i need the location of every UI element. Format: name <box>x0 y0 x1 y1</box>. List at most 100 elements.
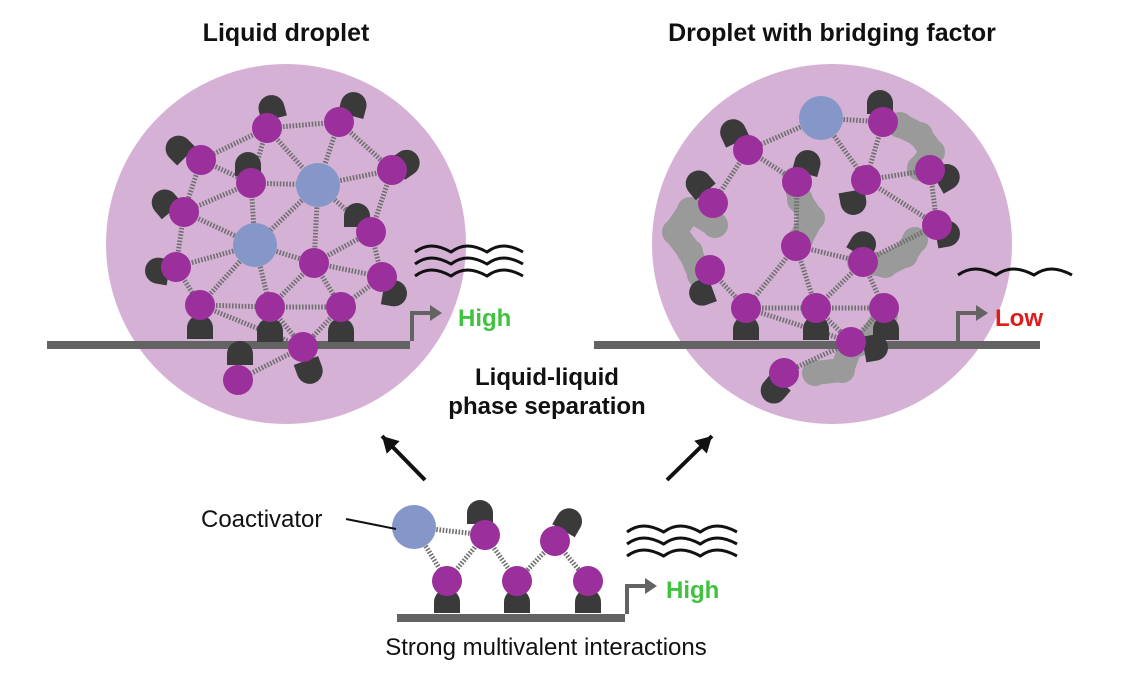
tf-nodes <box>161 107 952 596</box>
tf-node <box>733 135 763 165</box>
tf-node <box>185 290 215 320</box>
cap-domain <box>861 334 888 363</box>
cap-domain <box>165 135 196 166</box>
llps-label-line2: phase separation <box>448 393 645 420</box>
interaction-line <box>337 120 394 172</box>
promoter-arrow <box>956 311 976 341</box>
tf-node <box>781 231 811 261</box>
mrna-wave <box>626 524 738 534</box>
cap-domain <box>504 589 530 613</box>
cap-domain <box>151 189 182 220</box>
coactivator-nodes <box>233 96 843 549</box>
tf-node <box>324 107 354 137</box>
cap-domain <box>720 119 750 148</box>
promoter-arrows <box>410 305 988 614</box>
transition-arrows <box>380 434 714 482</box>
tf-node <box>573 566 603 596</box>
tf-node <box>470 520 500 550</box>
bridge-segment <box>799 205 825 231</box>
tf-node <box>848 247 878 277</box>
coactivator-node <box>296 163 340 207</box>
cap-domain <box>733 316 759 340</box>
tf-node <box>868 107 898 137</box>
interaction-line <box>413 524 486 538</box>
cap-domain <box>434 589 460 613</box>
promoter-arrowhead <box>430 305 442 321</box>
bridge-segment <box>702 212 728 238</box>
interaction-line <box>553 539 590 583</box>
cap-domain <box>328 318 354 342</box>
tf-node <box>288 332 318 362</box>
llps-label-line1: Liquid-liquid <box>475 364 619 391</box>
expression-low-right: Low <box>995 305 1043 332</box>
tf-node <box>377 155 407 185</box>
tf-node <box>869 293 899 323</box>
mrna-wave <box>414 244 524 254</box>
liquid-droplet <box>106 64 466 424</box>
mrna-wave <box>957 267 1073 277</box>
tf-node <box>161 252 191 282</box>
bridge-segment <box>662 219 688 245</box>
interaction-line <box>236 344 305 383</box>
arrow-head <box>382 436 400 454</box>
cap-domain <box>227 341 253 365</box>
cap-domain <box>293 356 323 384</box>
tf-node <box>252 113 282 143</box>
dna-strands <box>47 341 1040 622</box>
tf-node <box>326 292 356 322</box>
interaction-line <box>708 268 748 310</box>
bridge-segment <box>677 239 703 265</box>
title-droplet-bridging: Droplet with bridging factor <box>668 19 996 47</box>
tf-node <box>782 167 812 197</box>
cap-domain <box>685 170 716 201</box>
cap-domain <box>838 188 867 215</box>
mrna-wave <box>626 548 738 558</box>
expression-high-left: High <box>458 305 511 332</box>
tf-node <box>502 566 532 596</box>
promoter-arrow <box>625 584 645 614</box>
tf-node <box>769 358 799 388</box>
tf-node <box>186 145 216 175</box>
tf-node <box>836 327 866 357</box>
cap-domain <box>803 316 829 340</box>
tf-node <box>255 292 285 322</box>
mrna-wave <box>626 536 738 546</box>
cap-domain <box>467 500 493 524</box>
interaction-line <box>266 119 340 131</box>
cap-domain <box>187 315 213 339</box>
coactivator-label: Coactivator <box>201 506 322 533</box>
bridge-segment <box>872 252 898 278</box>
tf-node <box>356 217 386 247</box>
cap-domain <box>552 508 582 538</box>
mrna-waves <box>414 244 1073 558</box>
expression-high-bottom: High <box>666 577 719 604</box>
promoter-arrowhead <box>976 305 988 321</box>
tf-node <box>432 566 462 596</box>
promoter-arrowhead <box>645 578 657 594</box>
interaction-line <box>745 305 852 345</box>
cap-domain <box>760 373 791 404</box>
coactivator-node <box>233 223 277 267</box>
tf-node <box>922 210 952 240</box>
interaction-line <box>199 302 304 350</box>
tf-node <box>801 293 831 323</box>
coactivator-node <box>799 96 843 140</box>
tf-node <box>367 262 397 292</box>
tf-node <box>731 293 761 323</box>
tf-node <box>851 165 881 195</box>
tf-node <box>299 248 329 278</box>
title-liquid-droplet: Liquid droplet <box>203 19 370 47</box>
cap-domain <box>257 318 283 342</box>
bridge-segment <box>677 197 703 223</box>
tf-node <box>698 188 728 218</box>
bottom-caption: Strong multivalent interactions <box>385 634 707 661</box>
bridge-segment <box>829 357 855 383</box>
mrna-wave <box>414 256 524 266</box>
tf-node <box>540 526 570 556</box>
tf-node <box>236 168 266 198</box>
tf-node <box>223 365 253 395</box>
mrna-wave <box>414 268 524 278</box>
tf-node <box>169 197 199 227</box>
tf-node <box>695 255 725 285</box>
